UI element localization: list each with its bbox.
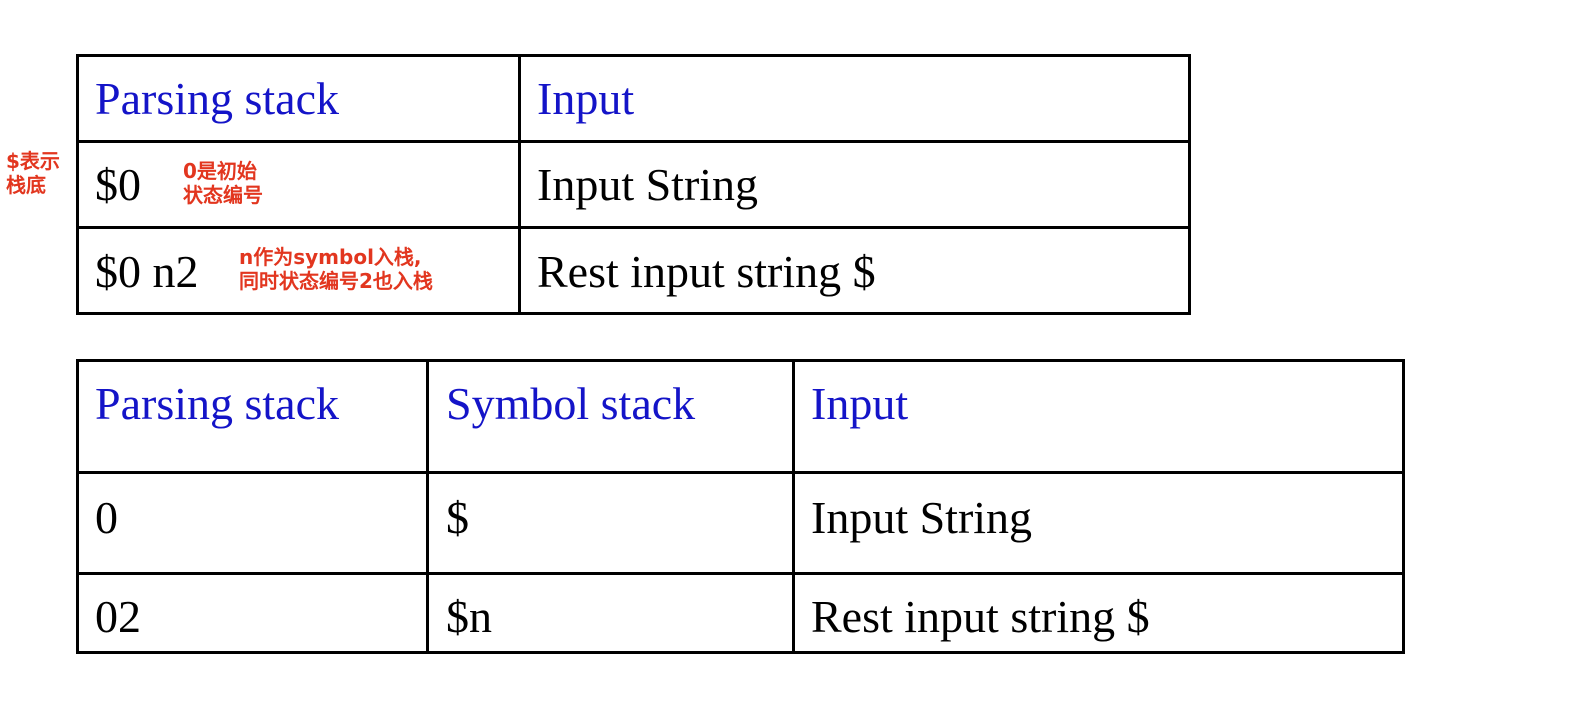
table1-row-divider xyxy=(76,226,1191,229)
table2-row-divider xyxy=(76,471,1405,474)
table1-header-parsing-stack: Parsing stack xyxy=(95,73,340,124)
table1-cell-input: Rest input string $ xyxy=(537,246,876,297)
table2-cell-input: Input String xyxy=(811,492,1033,543)
table2-border-left xyxy=(76,359,79,654)
table2-col-divider xyxy=(426,359,429,654)
table2-row-divider xyxy=(76,572,1405,575)
table1-border-left xyxy=(76,54,79,315)
table1-header-input: Input xyxy=(537,73,635,124)
table2-border-top xyxy=(76,359,1405,362)
table1-col-divider xyxy=(518,54,521,315)
table2-cell-input: Rest input string $ xyxy=(811,591,1150,642)
table1-cell-stack: $0 xyxy=(95,159,141,210)
table2-header-symbol-stack: Symbol stack xyxy=(446,378,696,429)
table2-header-input: Input xyxy=(811,378,909,429)
table2-col-divider xyxy=(792,359,795,654)
table2-border-bottom xyxy=(76,651,1405,654)
table2-cell-parsing-stack: 02 xyxy=(95,591,141,642)
table2-cell-symbol-stack: $n xyxy=(446,591,492,642)
annotation-stack-bottom: $表示 栈底 xyxy=(6,149,60,197)
annotation-initial-state: 0是初始 状态编号 xyxy=(183,159,263,207)
table1-border-right xyxy=(1188,54,1191,315)
table1-border-top xyxy=(76,54,1191,57)
table1-border-bottom xyxy=(76,312,1191,315)
table2-cell-symbol-stack: $ xyxy=(446,492,469,543)
table2-border-right xyxy=(1402,359,1405,654)
table2-cell-parsing-stack: 0 xyxy=(95,492,118,543)
table1-row-divider xyxy=(76,140,1191,143)
annotation-push-symbol: n作为symbol入栈, 同时状态编号2也入栈 xyxy=(239,245,433,293)
table1-cell-stack: $0 n2 xyxy=(95,246,199,297)
table1-cell-input: Input String xyxy=(537,159,759,210)
table2-header-parsing-stack: Parsing stack xyxy=(95,378,340,429)
